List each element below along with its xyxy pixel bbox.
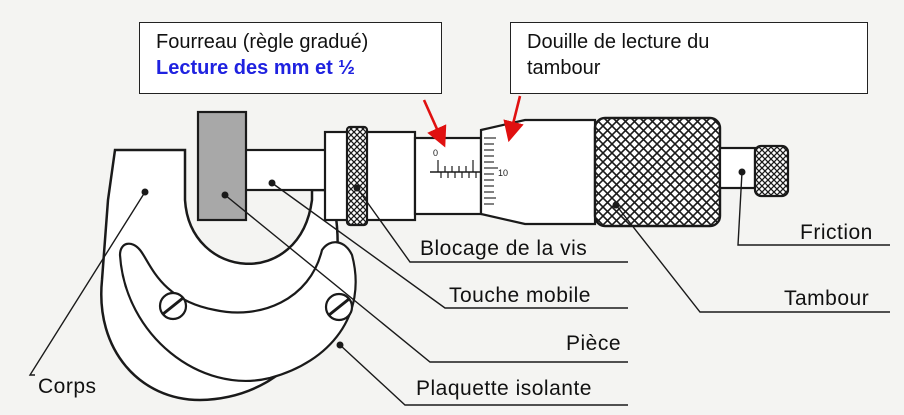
callout-douille-line2: tambour — [527, 57, 601, 79]
label-corps: Corps — [38, 375, 97, 398]
insulating-plate — [118, 241, 357, 382]
sleeve-zero-label: 0 — [433, 148, 438, 158]
screw-left — [158, 291, 188, 321]
sleeve-ticks — [437, 160, 477, 178]
arrow-douille — [503, 95, 524, 143]
spindle — [243, 148, 337, 192]
thimble-sleeve — [479, 118, 597, 226]
thimble-knurl — [593, 116, 722, 228]
screw-right — [324, 292, 354, 322]
leader-lines — [28, 171, 890, 406]
label-touche: Touche mobile — [449, 284, 591, 307]
friction-knob — [753, 144, 790, 198]
callout-douille-line1: Douille de lecture du — [527, 31, 710, 53]
label-blocage: Blocage de la vis — [420, 237, 588, 260]
label-tambour: Tambour — [784, 287, 870, 310]
callout-douille: Douille de lecture du tambour — [510, 22, 868, 94]
label-plaquette: Plaquette isolante — [416, 377, 592, 400]
thimble-ticks — [484, 137, 498, 205]
ratchet-neck — [718, 146, 757, 190]
lock-housing — [323, 130, 417, 222]
thimble-ten-label: 10 — [498, 168, 508, 178]
label-friction: Friction — [800, 221, 873, 244]
callout-fourreau-line2: Lecture des mm et ½ — [156, 57, 355, 79]
callout-fourreau: Fourreau (règle gradué) Lecture des mm e… — [139, 22, 442, 94]
label-piece: Pièce — [566, 332, 622, 355]
workpiece — [196, 110, 248, 222]
callout-fourreau-line1: Fourreau (règle gradué) — [156, 31, 369, 53]
arrow-fourreau — [422, 99, 447, 148]
lock-ring — [345, 125, 369, 227]
